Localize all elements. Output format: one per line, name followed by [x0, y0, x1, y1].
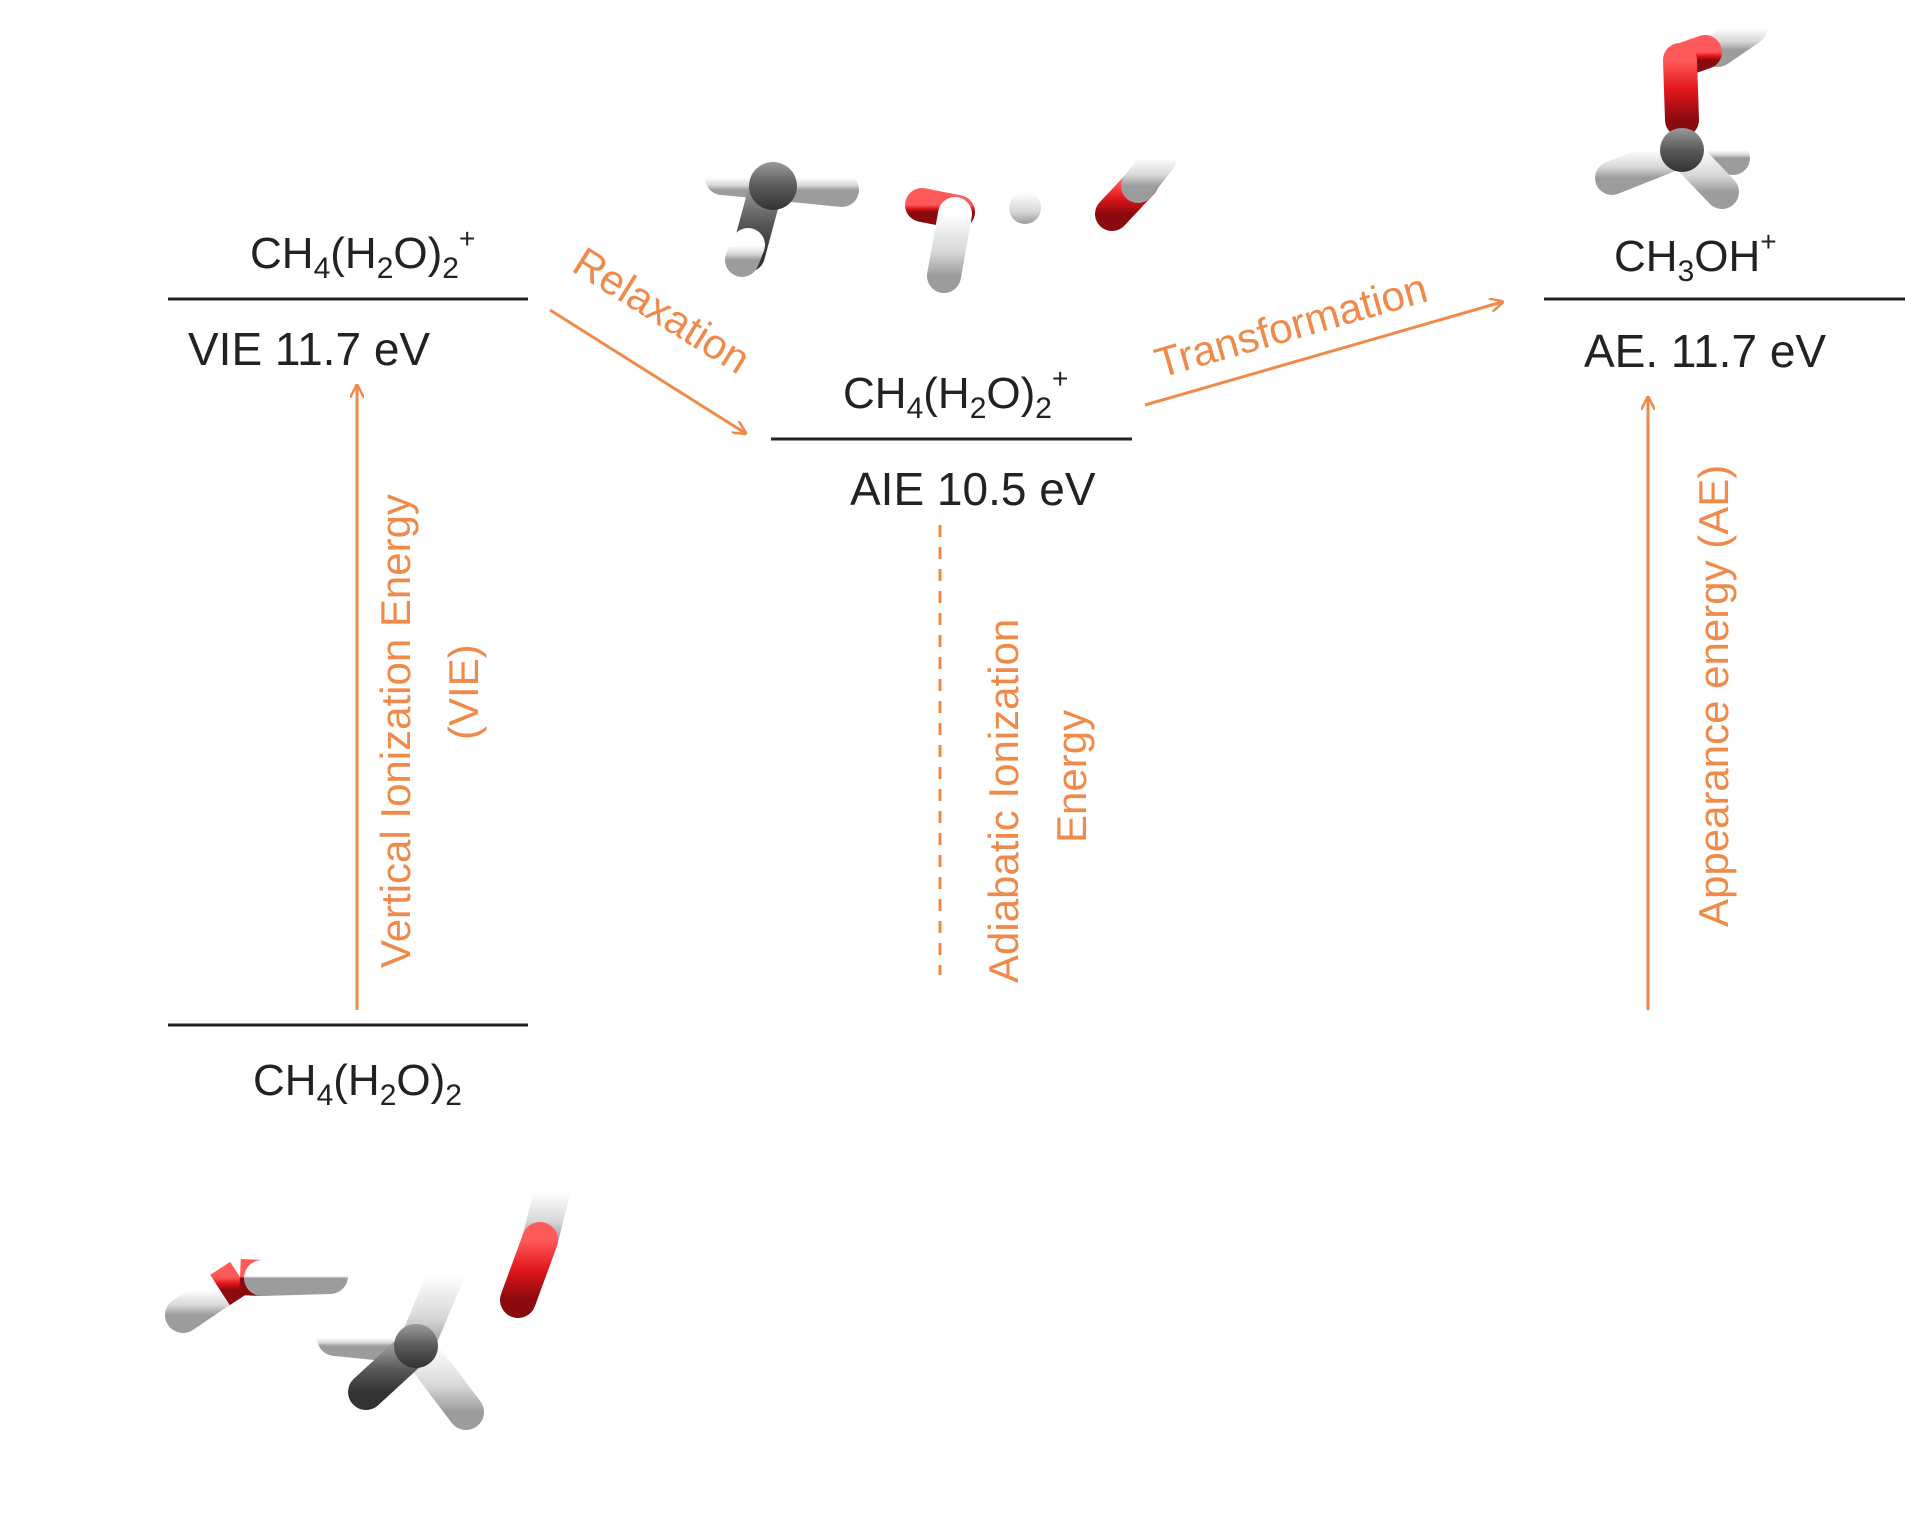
label-aie-value: AIE 10.5 eV [850, 463, 1096, 515]
molecule-adiabatic [705, 113, 1177, 293]
vie-label-line2: (VIE) [440, 644, 487, 740]
transformation-label: Transformation [1150, 264, 1433, 387]
molecule-product [1595, 11, 1767, 209]
label-ae-value: AE. 11.7 eV [1584, 325, 1826, 377]
molecule-ground [165, 1174, 570, 1430]
relaxation-arrow [549, 308, 745, 433]
aie-label-line2: Energy [1048, 710, 1095, 843]
transformation-arrow [1144, 302, 1502, 407]
aie-label-line1: Adiabatic Ionization [980, 619, 1027, 983]
label-product-formula: CH3OH+ [1614, 226, 1777, 288]
label-adiabatic-formula: CH4(H2O)2+ [843, 363, 1068, 425]
label-vie-value: VIE 11.7 eV [188, 323, 430, 375]
label-ground-formula: CH4(H2O)2 [253, 1056, 462, 1112]
vie-label-line1: Vertical Ionization Energy [372, 494, 419, 968]
label-vertical-formula: CH4(H2O)2+ [250, 223, 475, 285]
ae-label: Appearance energy (AE) [1690, 465, 1737, 927]
